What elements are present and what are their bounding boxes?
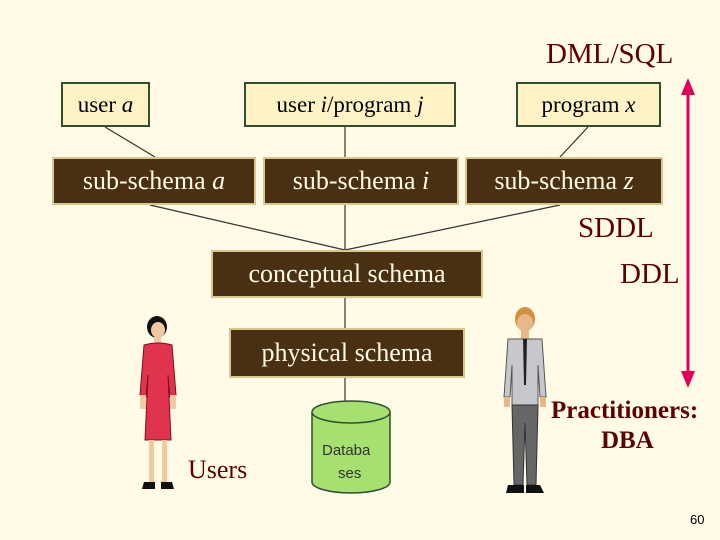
subschema-i-box: sub-schema i <box>263 157 459 205</box>
database-label-line1: Databa <box>322 442 371 459</box>
ddl-label: DDL <box>620 258 680 290</box>
user-i-program-j-box: user i/program j <box>244 82 456 127</box>
subschema-a-prefix: sub-schema <box>82 166 213 195</box>
subschema-i-prefix: sub-schema <box>292 166 422 195</box>
program-j-name: j <box>417 91 424 117</box>
subschema-i-name: i <box>422 166 430 195</box>
dml-sql-label: DML/SQL <box>546 38 674 70</box>
scope-arrow <box>681 78 695 388</box>
subschema-z-name: z <box>623 166 634 195</box>
connector-program-x <box>559 126 589 158</box>
sddl-label: SDDL <box>578 212 654 244</box>
user-a-prefix: user <box>77 91 122 117</box>
user-i-prefix: user <box>276 91 321 117</box>
conceptual-schema-box: conceptual schema <box>211 250 483 298</box>
subschema-a-box: sub-schema a <box>52 157 256 205</box>
subschema-a-name: a <box>212 166 226 195</box>
practitioners-label-line1: Practitioners: <box>551 397 699 424</box>
user-a-box: user a <box>61 82 150 127</box>
database-label-line2: ses <box>338 465 362 482</box>
program-j-prefix: /program <box>327 91 418 117</box>
database-icon <box>311 400 391 494</box>
user-i-name: i <box>320 91 327 117</box>
page-number: 60 <box>690 512 705 527</box>
program-x-prefix: program <box>541 91 626 117</box>
subschema-z-box: sub-schema z <box>465 157 663 205</box>
practitioners-label-line2: DBA <box>601 427 654 454</box>
connector-subschema-a <box>149 204 346 251</box>
subschema-z-prefix: sub-schema <box>494 166 624 195</box>
program-x-name: x <box>625 91 636 117</box>
user-a-name: a <box>121 91 134 117</box>
users-label: Users <box>188 455 248 484</box>
user-woman-icon <box>139 316 177 489</box>
connector-user-a <box>104 126 156 158</box>
practitioner-man-icon <box>503 307 547 493</box>
program-x-box: program x <box>516 82 661 127</box>
connector-subschema-z <box>344 204 561 251</box>
physical-schema-box: physical schema <box>229 328 465 378</box>
